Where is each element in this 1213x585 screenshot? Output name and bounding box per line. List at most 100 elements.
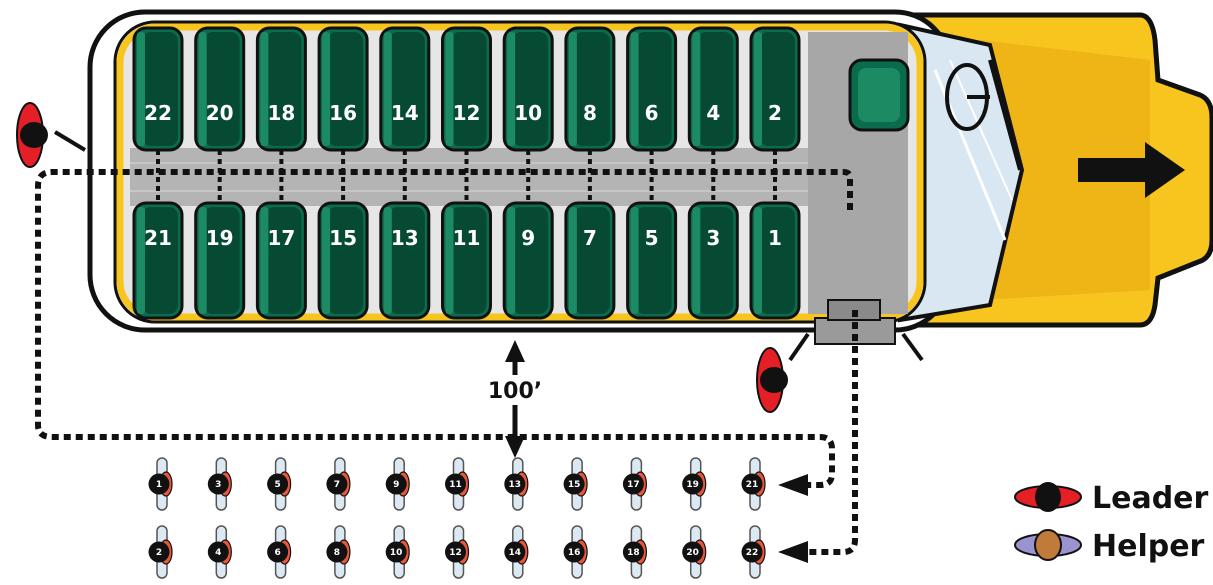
student-number-label: 2 [156,548,162,558]
seat-number-label: 16 [329,101,357,125]
seat-number-label: 9 [521,226,535,250]
student-number-label: 8 [334,548,340,558]
seat-number-label: 5 [645,226,659,250]
student-figure: 4 [207,525,232,579]
student-figure: 17 [622,457,648,511]
student-number-label: 7 [334,480,340,490]
student-number-label: 20 [686,548,699,558]
distance-marker: 100’ [488,340,542,458]
bus-seat: 3 [687,201,739,320]
student-figure: 19 [682,457,707,511]
seat-number-label: 19 [206,226,234,250]
student-number-label: 10 [390,548,403,558]
bus-seats: 22 20 18 16 14 12 10 8 6 4 2 21 19 17 15 13 11 9 7 5 3 1 [132,26,801,320]
student-number-label: 18 [627,548,640,558]
distance-label: 100’ [488,379,542,404]
bus-seat: 20 [194,26,246,152]
student-number-label: 15 [568,480,581,490]
path-arrowhead-top [778,474,808,496]
student-number-label: 19 [686,480,699,490]
seat-number-label: 10 [514,101,542,125]
bus-aisle [130,148,808,206]
leader-rear [16,102,48,168]
student-figure: 12 [445,525,470,579]
student-figure: 13 [504,457,529,511]
seat-number-label: 7 [583,226,597,250]
student-figure: 5 [267,457,292,511]
arrow-right-icon [1078,142,1185,198]
student-figure: 16 [563,525,588,579]
seat-number-label: 3 [706,226,720,250]
student-figure: 18 [622,525,648,579]
seat-number-label: 20 [206,101,234,125]
seat-number-label: 13 [391,226,419,250]
bus-seat: 1 [749,201,801,320]
seat-number-label: 21 [144,226,172,250]
student-figure: 7 [326,457,351,511]
path-arrowhead-bottom [778,541,808,563]
leader-legend-icon [1014,482,1082,512]
student-number-label: 12 [449,548,462,558]
bus-seat: 9 [502,201,554,320]
seat-number-label: 18 [267,101,295,125]
bus-seat: 11 [441,201,492,320]
student-number-label: 14 [509,548,522,558]
seat-number-label: 12 [453,101,481,125]
student-number-label: 3 [215,480,221,490]
student-figure: 14 [504,525,529,579]
student-figure: 2 [148,525,173,579]
direction-arrow [1078,142,1185,198]
seat-number-label: 1 [768,226,782,250]
bus-seat: 7 [564,201,616,320]
student-figure: 6 [267,525,292,579]
student-figure: 1 [148,457,173,511]
seat-number-label: 15 [329,226,357,250]
student-figure: 20 [682,525,707,579]
seat-number-label: 14 [391,101,419,125]
student-number-label: 16 [568,548,581,558]
bus-seat: 18 [255,26,307,152]
student-number-label: 13 [509,480,522,490]
bus-seat: 6 [626,26,678,152]
bus-seat: 12 [441,26,492,152]
seat-number-label: 11 [453,226,481,250]
bus-seat: 5 [626,201,678,320]
seat-number-label: 6 [645,101,659,125]
student-figure: 15 [563,457,588,511]
student-figure: 11 [445,457,470,511]
student-figure: 8 [326,525,351,579]
bus-seat: 10 [502,26,554,152]
seat-number-label: 4 [706,101,720,125]
seat-number-label: 2 [768,101,782,125]
student-figure: 22 [741,525,766,579]
student-number-label: 21 [746,480,759,490]
student-number-label: 6 [274,548,280,558]
student-number-label: 17 [627,480,640,490]
seat-number-label: 8 [583,101,597,125]
student-number-label: 5 [274,480,280,490]
student-figure: 3 [207,457,232,511]
student-number-label: 1 [156,480,162,490]
student-number-label: 11 [449,480,462,490]
bus-seat: 17 [255,201,307,320]
front-exit-path [806,310,858,555]
bus-seat: 13 [379,201,431,320]
bus-seat: 21 [132,201,184,320]
helper-legend-icon [1014,529,1082,561]
legend: Leader Helper [1014,481,1209,564]
seat-number-label: 17 [267,226,295,250]
student-number-label: 9 [393,480,399,490]
leader-legend-label: Leader [1092,481,1209,516]
seat-number-label: 22 [144,101,172,125]
student-figure: 21 [741,457,766,511]
helper-legend-label: Helper [1092,529,1205,564]
bus-seat: 8 [564,26,616,152]
student-figure: 10 [385,525,410,579]
bus-seat: 2 [749,26,801,152]
student-number-label: 22 [746,548,759,558]
student-number-label: 4 [215,548,221,558]
student-figure: 9 [385,457,410,511]
bus-seat: 19 [194,201,246,320]
